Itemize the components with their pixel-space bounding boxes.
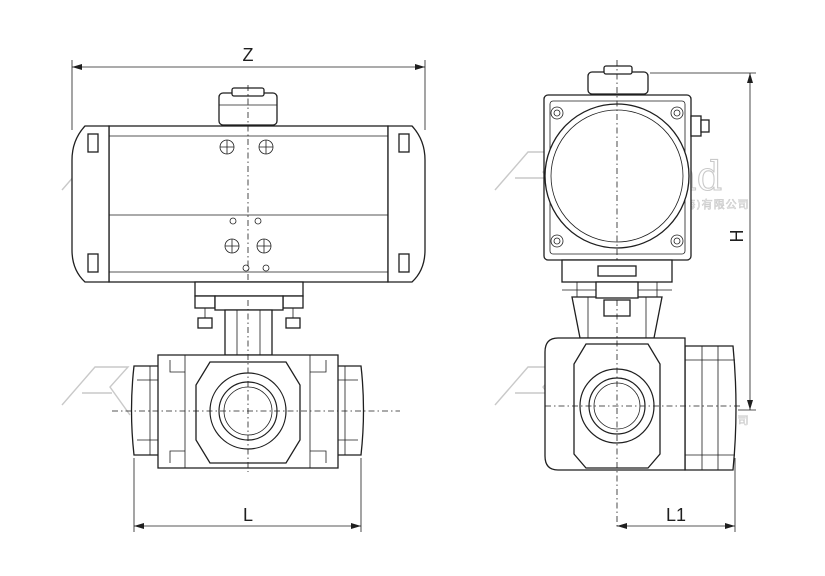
watermark-logo-icon [61, 366, 131, 416]
side-actuator [543, 60, 710, 300]
front-actuator [71, 85, 426, 300]
dim-z: Z [71, 45, 426, 130]
front-valve-body [112, 300, 400, 472]
dim-l1: L1 [617, 458, 736, 532]
dim-l: L [133, 458, 362, 532]
dim-h: H [650, 72, 756, 411]
dim-l-label: L [243, 505, 253, 525]
dim-h-label: H [727, 230, 747, 243]
side-valve-body [544, 300, 740, 528]
dim-l1-label: L1 [666, 505, 686, 525]
side-bracket [561, 259, 673, 339]
front-bracket [194, 281, 304, 356]
dim-z-label: Z [243, 45, 254, 65]
